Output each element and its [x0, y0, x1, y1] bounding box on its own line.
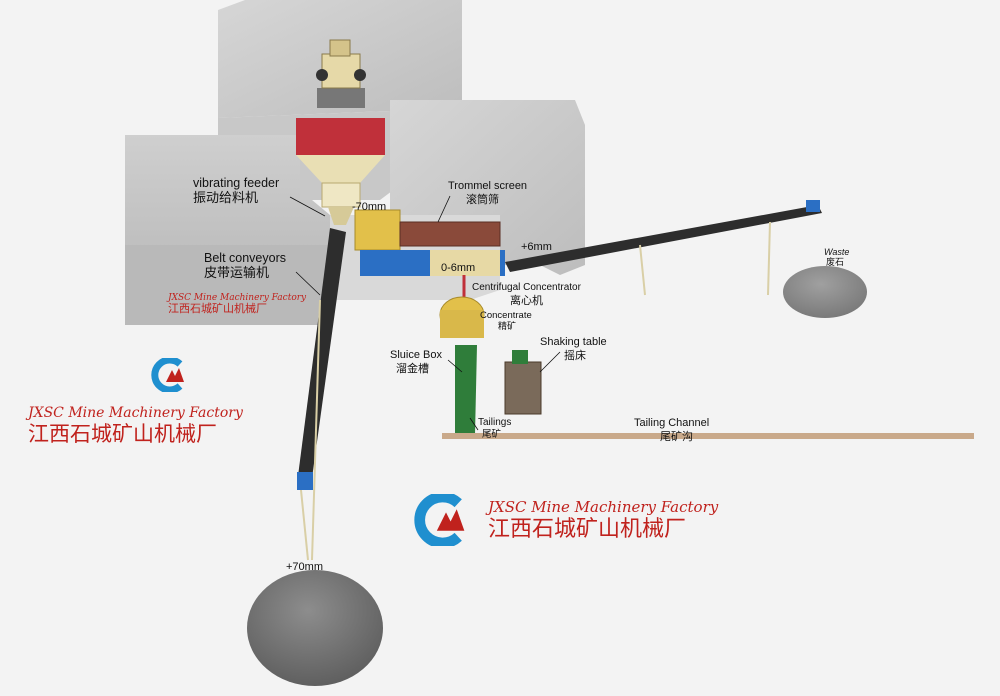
loader-truck-icon	[316, 39, 366, 108]
main-conveyor-icon	[297, 228, 346, 561]
watermark-zh: 江西石城矿山机械厂	[28, 422, 217, 446]
label-belt-conveyors: Belt conveyors 皮带运输机	[204, 251, 286, 281]
size-0-6: 0-6mm	[441, 262, 476, 274]
label-waste: Waste 废石	[824, 247, 850, 268]
size-plus-70: +70mm	[286, 561, 323, 573]
watermark-en: JXSC Mine Machinery Factory	[168, 293, 307, 303]
hopper-icon	[296, 118, 385, 225]
centrifugal-concentrator-icon	[439, 275, 485, 338]
waste-pile-icon	[783, 266, 867, 318]
size-plus-6: +6mm	[521, 241, 552, 253]
label-trommel-screen: Trommel screen 滚筒筛	[448, 180, 528, 206]
label-tailing-channel: Tailing Channel 尾矿沟	[634, 417, 710, 443]
jxsc-logo-icon-large	[414, 494, 465, 546]
trommel-screen-icon	[354, 209, 505, 276]
tailing-channel-icon	[442, 433, 974, 439]
watermark-zh: 江西石城矿山机械厂	[488, 517, 687, 542]
label-centrifugal-concentrator: Centrifugal Concentrator 离心机	[472, 282, 581, 307]
label-vibrating-feeder: vibrating feeder 振动给料机	[193, 176, 280, 206]
oversize-pile-icon	[247, 570, 383, 686]
label-sluice-box: Sluice Box 溜金槽	[390, 349, 442, 375]
shaking-table-icon	[504, 350, 542, 415]
jxsc-logo-icon	[151, 358, 184, 392]
waste-conveyor-icon	[505, 200, 822, 296]
watermark-en: JXSC Mine Machinery Factory	[488, 498, 719, 516]
label-concentrate: Concentrate 精矿	[480, 310, 532, 332]
label-tailings: Tailings 尾矿	[478, 417, 512, 440]
watermark-en: JXSC Mine Machinery Factory	[28, 405, 243, 421]
watermark-small: JXSC Mine Machinery Factory 江西石城矿山机械厂	[168, 293, 307, 315]
watermark-large: JXSC Mine Machinery Factory 江西石城矿山机械厂	[488, 500, 718, 541]
sluice-box-icon	[455, 345, 477, 435]
quarry-wall-right	[390, 100, 585, 275]
watermark-medium: JXSC Mine Machinery Factory 江西石城矿山机械厂	[28, 406, 243, 445]
watermark-zh: 江西石城矿山机械厂	[168, 302, 267, 315]
label-shaking-table: Shaking table 摇床	[540, 336, 607, 362]
size-minus-70: -70mm	[352, 201, 387, 213]
quarry-ledge	[125, 245, 330, 325]
